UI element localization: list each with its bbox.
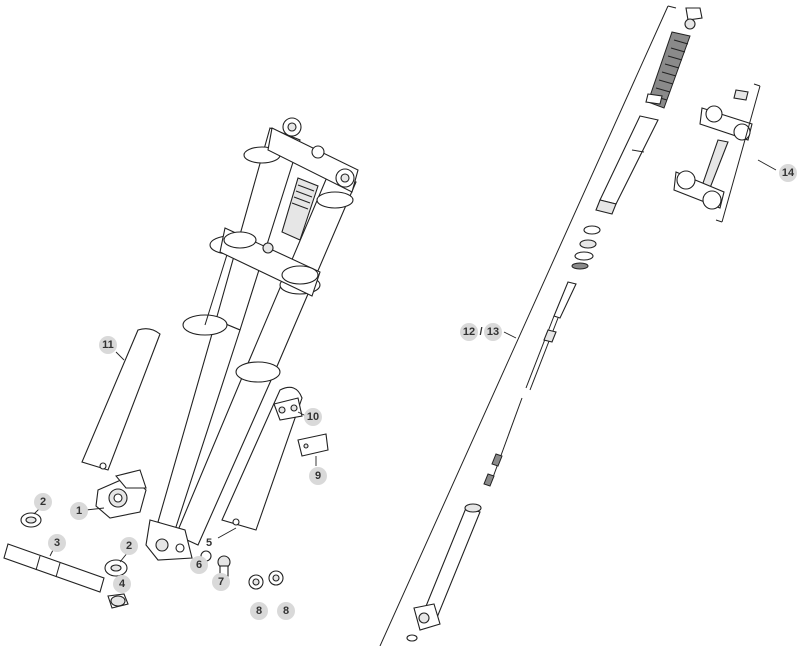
svg-text:9: 9	[315, 470, 321, 482]
svg-text:8: 8	[283, 605, 289, 617]
label-3: 3	[48, 534, 66, 552]
label-11: 11	[99, 336, 117, 354]
svg-text:6: 6	[196, 559, 202, 571]
svg-text:12: 12	[463, 326, 475, 338]
svg-text:11: 11	[102, 339, 114, 351]
nut-part-8a	[248, 574, 264, 590]
fork-tube-left	[157, 127, 301, 531]
label-13: 13	[484, 323, 502, 341]
label-2b: 2	[120, 537, 138, 555]
fork-guard-part-5	[217, 386, 303, 539]
label-14: 14	[779, 164, 797, 182]
fork-foot-left	[145, 519, 193, 561]
axle-spacer-part-4	[107, 593, 129, 609]
svg-text:14: 14	[782, 167, 795, 179]
label-1: 1	[70, 502, 88, 520]
svg-text:2: 2	[40, 496, 46, 508]
label-5: 5	[206, 537, 212, 549]
svg-text:/: /	[479, 326, 482, 338]
steering-stem	[281, 177, 319, 241]
svg-text:2: 2	[126, 540, 132, 552]
fork-leg-bracket-12-13	[379, 5, 677, 646]
guard-clip-part-10	[273, 397, 307, 421]
fork-guard-part-11	[81, 328, 161, 471]
label-6: 6	[190, 556, 208, 574]
label-8b: 8	[277, 602, 295, 620]
label-12: 12	[460, 323, 478, 341]
fork-assembly	[145, 117, 359, 561]
label-12-13-separator: /	[479, 326, 482, 338]
svg-text:13: 13	[487, 326, 499, 338]
svg-text:5: 5	[206, 537, 212, 549]
svg-text:1: 1	[76, 505, 82, 517]
triple-clamp-part-14	[673, 83, 777, 223]
bolt-part-7	[217, 555, 231, 577]
label-9: 9	[309, 467, 327, 485]
dust-seal-part-2b	[104, 551, 129, 577]
label-7: 7	[212, 573, 230, 591]
dust-seal-part-2a	[20, 507, 42, 528]
guard-clip-part-9	[297, 433, 329, 466]
label-8a: 8	[250, 602, 268, 620]
label-4: 4	[113, 575, 131, 593]
nut-part-8b	[268, 570, 284, 586]
svg-text:4: 4	[119, 578, 126, 590]
label-2a: 2	[34, 493, 52, 511]
lower-triple-clamp	[219, 227, 321, 297]
svg-text:3: 3	[54, 537, 60, 549]
axle-part-3	[3, 543, 105, 593]
svg-text:8: 8	[256, 605, 262, 617]
label-10: 10	[304, 408, 322, 426]
fork-leg-internals	[406, 7, 703, 642]
upper-triple-clamp	[267, 117, 359, 193]
svg-text:7: 7	[218, 576, 224, 588]
svg-text:10: 10	[307, 411, 319, 423]
fork-foot-part-1	[85, 469, 147, 519]
